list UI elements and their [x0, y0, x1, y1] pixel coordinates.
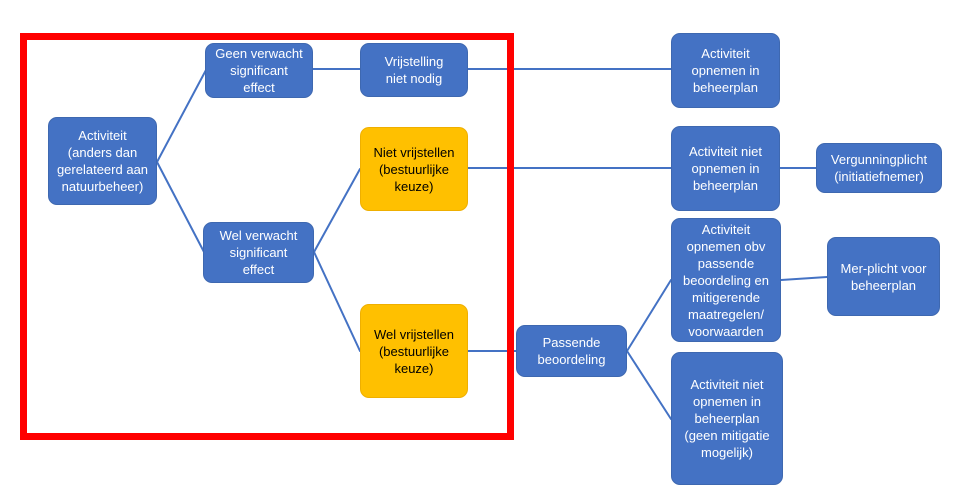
connector-wel-verwacht-to-niet-vrijstellen — [313, 168, 361, 253]
node-activiteit: Activiteit (anders dan gerelateerd aan n… — [48, 117, 157, 205]
node-activiteit-opnemen-obv-passende-beoordeling: Activiteit opnemen obv passende beoordel… — [671, 218, 781, 342]
connector-passende-to-opnemen-obv — [626, 279, 672, 352]
connector-activiteit-to-wel-verwacht — [156, 161, 205, 253]
node-activiteit-niet-opnemen-geen-mitigatie: Activiteit niet opnemen in beheerplan (g… — [671, 352, 783, 485]
node-mer-plicht-voor-beheerplan: Mer-plicht voor beheerplan — [827, 237, 940, 316]
node-passende-beoordeling: Passende beoordeling — [516, 325, 627, 377]
connector-activiteit-to-geen-verwacht — [156, 69, 207, 163]
node-activiteit-opnemen-in-beheerplan: Activiteit opnemen in beheerplan — [671, 33, 780, 108]
node-vergunningplicht: Vergunningplicht (initiatiefnemer) — [816, 143, 942, 193]
node-niet-vrijstellen: Niet vrijstellen (bestuurlijke keuze) — [360, 127, 468, 211]
node-wel-vrijstellen: Wel vrijstellen (bestuurlijke keuze) — [360, 304, 468, 398]
connector-opnemen-obv-to-mer-plicht — [780, 276, 828, 281]
node-wel-verwacht-significant-effect: Wel verwacht significant effect — [203, 222, 314, 283]
node-vrijstelling-niet-nodig: Vrijstelling niet nodig — [360, 43, 468, 97]
node-activiteit-niet-opnemen-in-beheerplan: Activiteit niet opnemen in beheerplan — [671, 126, 780, 211]
connector-wel-verwacht-to-wel-vrijstellen — [313, 251, 361, 352]
node-geen-verwacht-significant-effect: Geen verwacht significant effect — [205, 43, 313, 98]
connector-passende-to-geen-mitigatie — [626, 350, 672, 420]
